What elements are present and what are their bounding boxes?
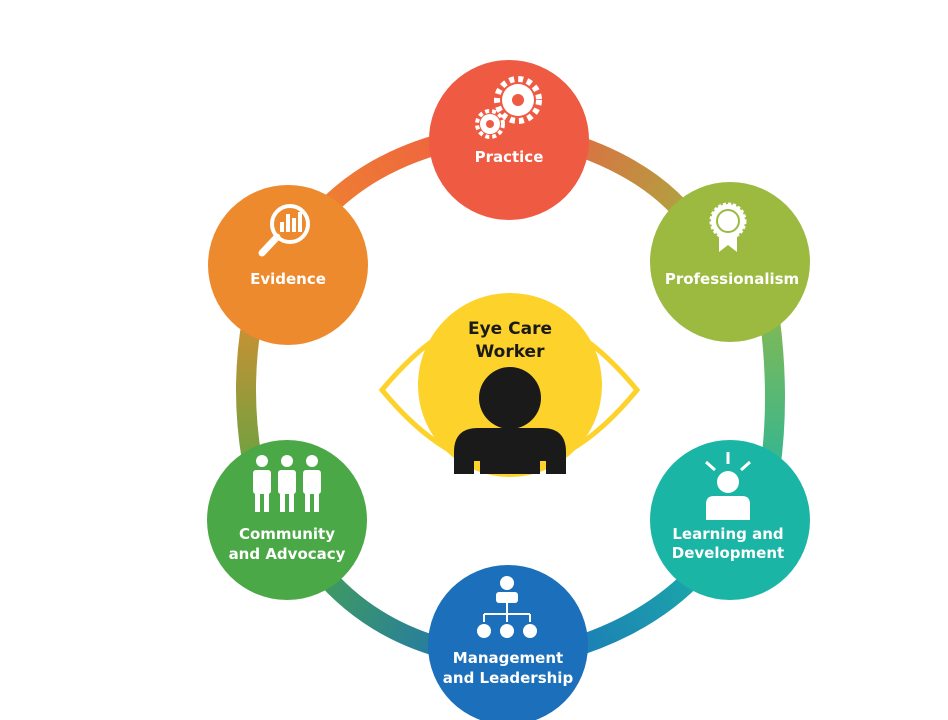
person-focus-icon [705, 452, 751, 520]
node-evidence-circle [208, 185, 368, 345]
ring-arc-professionalism-learning [760, 318, 785, 472]
node-professionalism-circle [650, 182, 810, 342]
node-community-label-line1: Community [239, 525, 335, 543]
node-management-label-line2: and Leadership [443, 669, 574, 687]
node-professionalism-label: Professionalism [665, 270, 799, 288]
node-management-label-line1: Management [453, 649, 563, 667]
node-learning-label-line1: Learning and [672, 525, 783, 543]
node-management[interactable]: Management and Leadership [428, 565, 588, 720]
node-evidence[interactable]: Evidence [208, 185, 368, 345]
center-title-line1: Eye Care [468, 319, 552, 339]
node-community-circle [207, 440, 367, 600]
node-management-circle [428, 565, 588, 720]
award-ribbon-icon [709, 202, 747, 252]
group-of-people-icon [253, 455, 321, 512]
center-title-line2: Worker [476, 342, 546, 362]
node-evidence-label: Evidence [250, 270, 326, 288]
node-practice-circle [429, 60, 589, 220]
node-professionalism[interactable]: Professionalism [650, 182, 810, 342]
ring-arc-community-evidence [236, 318, 262, 462]
magnifier-chart-icon [258, 204, 310, 257]
node-practice[interactable]: Practice [429, 60, 589, 220]
node-practice-label: Practice [475, 148, 544, 166]
node-learning-label-line2: Development [672, 544, 784, 562]
node-community[interactable]: Community and Advocacy [207, 440, 367, 600]
node-learning[interactable]: Learning and Development [650, 440, 810, 600]
gears-icon [475, 76, 542, 139]
center-eye-care-worker: Eye Care Worker [378, 293, 641, 477]
node-community-label-line2: and Advocacy [229, 545, 346, 563]
org-chart-icon [477, 576, 537, 638]
person-silhouette-icon [454, 367, 566, 474]
